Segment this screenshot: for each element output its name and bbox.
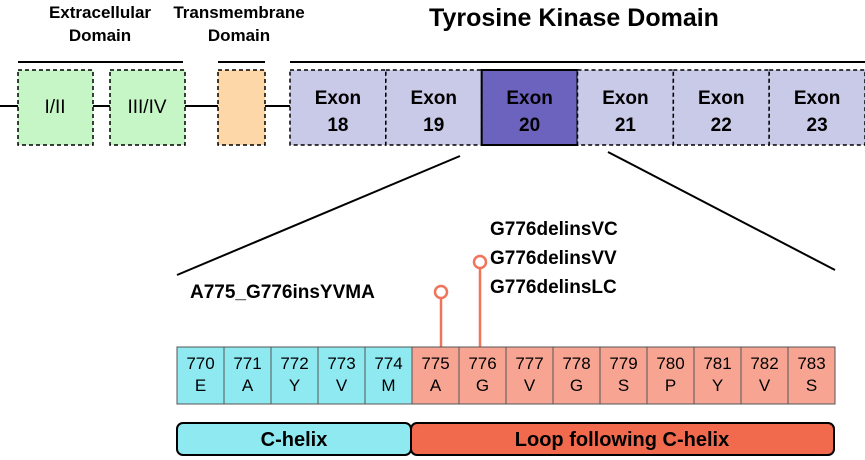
residue-number-771: 771 xyxy=(233,354,261,373)
extracellular-header-line1: Extracellular xyxy=(49,3,151,22)
lollipop-head-775 xyxy=(433,284,449,300)
residue-aa-774: M xyxy=(381,376,395,395)
residue-number-783: 783 xyxy=(797,354,825,373)
residue-cell-781 xyxy=(693,346,742,405)
exon-box-23 xyxy=(768,69,865,146)
transmembrane-box xyxy=(217,69,266,146)
residue-aa-773: V xyxy=(336,376,348,395)
residue-number-775: 775 xyxy=(421,354,449,373)
domain-box-1 xyxy=(17,69,94,146)
residue-cell-776 xyxy=(458,346,507,405)
loop-bar xyxy=(410,422,835,456)
zoom-line-right xyxy=(607,151,836,271)
residue-number-778: 778 xyxy=(562,354,590,373)
residue-number-774: 774 xyxy=(374,354,402,373)
exon-label-23: Exon xyxy=(794,88,840,109)
residue-aa-779: S xyxy=(618,376,629,395)
exon-label-22: Exon xyxy=(698,88,744,109)
residue-cell-778 xyxy=(552,346,601,405)
residue-cell-775 xyxy=(411,346,460,405)
exon-box-20 xyxy=(480,69,579,146)
residue-aa-772: Y xyxy=(289,376,300,395)
residue-aa-770: E xyxy=(195,376,206,395)
exon-number-20: 20 xyxy=(519,115,540,136)
domain-label-1: I/II xyxy=(44,97,65,118)
domain-label-2: III/IV xyxy=(127,97,166,118)
mutation-label-delinsvc: G776delinsVC xyxy=(490,219,618,240)
residue-number-776: 776 xyxy=(468,354,496,373)
residue-cell-783 xyxy=(787,346,836,405)
residue-cell-773 xyxy=(317,346,366,405)
lollipop-head-776 xyxy=(472,254,488,270)
domain-box-2 xyxy=(109,69,186,146)
exon-number-22: 22 xyxy=(711,115,732,136)
residue-cell-772 xyxy=(270,346,319,405)
exon-number-19: 19 xyxy=(423,115,444,136)
extracellular-header-line2: Domain xyxy=(69,26,131,45)
residue-number-782: 782 xyxy=(750,354,778,373)
residue-aa-782: V xyxy=(759,376,771,395)
residue-number-773: 773 xyxy=(327,354,355,373)
mutation-label-delinsvv: G776delinsVV xyxy=(490,248,617,269)
zoom-line-left xyxy=(176,155,461,276)
residue-aa-781: Y xyxy=(712,376,723,395)
exon-number-23: 23 xyxy=(807,115,828,136)
residue-aa-775: A xyxy=(430,376,442,395)
residue-aa-771: A xyxy=(242,376,254,395)
exon-label-18: Exon xyxy=(315,88,361,109)
transmembrane-header-line1: Transmembrane xyxy=(173,3,304,22)
residue-cell-779 xyxy=(599,346,648,405)
residue-number-781: 781 xyxy=(703,354,731,373)
residue-aa-780: P xyxy=(665,376,676,395)
exon-box-22 xyxy=(672,69,770,146)
residue-number-772: 772 xyxy=(280,354,308,373)
residue-number-777: 777 xyxy=(515,354,543,373)
exon-label-20: Exon xyxy=(506,88,552,109)
residue-cell-780 xyxy=(646,346,695,405)
residue-cell-770 xyxy=(176,346,225,405)
exon-number-21: 21 xyxy=(615,115,637,136)
loop-label: Loop following C-helix xyxy=(515,429,729,451)
exon-number-18: 18 xyxy=(327,115,348,136)
residue-number-779: 779 xyxy=(609,354,637,373)
residue-aa-776: G xyxy=(476,376,489,395)
exon-label-19: Exon xyxy=(411,88,457,109)
exon-box-19 xyxy=(385,69,483,146)
residue-cell-777 xyxy=(505,346,554,405)
exon-box-18 xyxy=(289,69,387,146)
transmembrane-header-line2: Domain xyxy=(208,26,270,45)
residue-number-780: 780 xyxy=(656,354,684,373)
mutation-label-insyvma: A775_G776insYVMA xyxy=(190,282,375,303)
exon-label-21: Exon xyxy=(602,88,648,109)
residue-cell-774 xyxy=(364,346,413,405)
c-helix-label: C-helix xyxy=(261,429,328,451)
exon-group: Exon 18 Exon 19 Exon 20 Exon 21 Exon 22 Exon 23 xyxy=(289,69,865,146)
residue-aa-783: S xyxy=(806,376,817,395)
residue-aa-777: V xyxy=(524,376,536,395)
exon-box-21 xyxy=(576,69,675,146)
residue-number-770: 770 xyxy=(186,354,214,373)
kinase-domain-header: Tyrosine Kinase Domain xyxy=(429,4,719,32)
mutation-label-delinslc: G776delinsLC xyxy=(490,277,617,298)
residue-aa-778: G xyxy=(570,376,583,395)
